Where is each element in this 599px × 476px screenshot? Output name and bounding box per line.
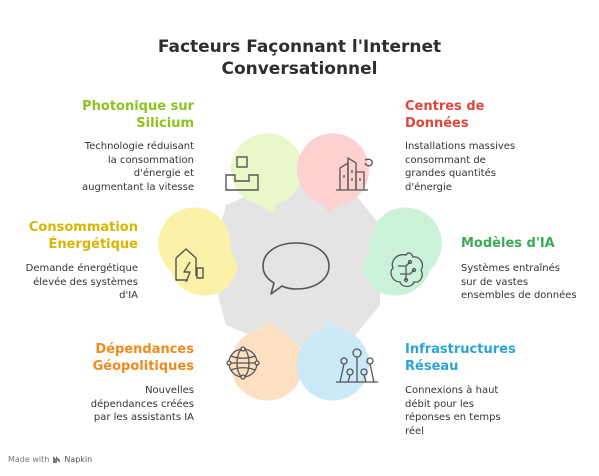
heading-centres: Centres de Données	[405, 98, 484, 132]
desc-centres: Installations massives consommant de gra…	[405, 140, 515, 194]
heading-dependances: Dépendances Géopolitiques	[93, 341, 194, 375]
desc-centres-line2: consommant de	[405, 154, 486, 166]
petal-dependances	[230, 321, 304, 401]
desc-dependances: Nouvelles dépendances créées par les ass…	[91, 384, 194, 425]
desc-consommation-line3: d'IA	[119, 290, 138, 301]
heading-photonique: Photonique sur Silicium	[82, 98, 194, 132]
desc-consommation: Demande énergétique élevée des systèmes …	[26, 262, 138, 303]
desc-infra-line4: réel	[405, 425, 424, 437]
desc-infra-line2: débit pour les	[405, 398, 474, 410]
house-lightning-icon	[175, 248, 204, 283]
desc-dependances-line1: Nouvelles	[145, 385, 194, 396]
box-chart-icon	[225, 156, 259, 191]
heading-consommation-line1: Consommation	[28, 220, 138, 235]
speech-bubble-icon	[262, 242, 330, 295]
page-title: Facteurs Façonnant l'Internet Conversati…	[0, 36, 599, 80]
petal-centres	[296, 133, 370, 213]
heading-photonique-line1: Photonique sur	[82, 99, 194, 114]
hub-shape	[210, 182, 380, 348]
desc-modeles-line1: Systèmes entraînés	[461, 263, 560, 274]
desc-centres-line4: d'énergie	[405, 181, 452, 193]
heading-dependances-line2: Géopolitiques	[92, 359, 194, 374]
desc-modeles-line3: ensembles de données	[461, 290, 577, 301]
brain-circuit-icon	[390, 252, 424, 288]
desc-centres-line1: Installations massives	[405, 141, 516, 152]
desc-dependances-line2: dépendances créées	[90, 398, 194, 410]
heading-infra: Infrastructures Réseau	[405, 341, 516, 375]
network-nodes-icon	[336, 348, 378, 383]
heading-modeles: Modèles d'IA	[461, 235, 555, 252]
petal-infra	[296, 321, 370, 401]
desc-infra-line3: réponses en temps	[405, 412, 501, 423]
heading-photonique-line2: Silicium	[136, 116, 194, 131]
desc-photonique-line2: la consommation	[107, 154, 194, 166]
heading-infra-line2: Réseau	[405, 359, 459, 374]
desc-centres-line3: grandes quantités	[405, 168, 496, 179]
heading-centres-line2: Données	[405, 116, 469, 131]
factory-icon	[336, 156, 373, 191]
desc-consommation-line2: élevée des systèmes	[33, 276, 138, 288]
heading-modeles-line1: Modèles d'IA	[461, 236, 555, 251]
desc-modeles: Systèmes entraînés sur de vastes ensembl…	[461, 262, 577, 303]
footer: Made with Napkin	[8, 455, 92, 464]
globe-network-icon	[226, 346, 260, 380]
heading-centres-line1: Centres de	[405, 99, 485, 114]
heading-infra-line1: Infrastructures	[405, 342, 516, 357]
heading-consommation-line2: Énergétique	[48, 237, 138, 252]
desc-dependances-line3: par les assistants IA	[93, 412, 194, 423]
petal-photonique	[230, 133, 304, 213]
desc-modeles-line2: sur de vastes	[461, 276, 529, 288]
petal-consommation	[158, 207, 238, 296]
desc-photonique-line4: augmentant la vitesse	[82, 181, 194, 193]
title-line-2: Conversationnel	[221, 59, 378, 79]
napkin-logo-icon	[53, 456, 61, 463]
made-with-label: Made with	[8, 455, 50, 464]
desc-infra: Connexions à haut débit pour les réponse…	[405, 384, 501, 438]
desc-photonique: Technologie réduisant la consommation d'…	[82, 140, 194, 194]
napkin-brand-label: Napkin	[64, 455, 93, 464]
title-line-1: Facteurs Façonnant l'Internet	[157, 37, 442, 57]
heading-consommation: Consommation Énergétique	[29, 219, 138, 253]
desc-photonique-line3: d'énergie et	[133, 168, 194, 179]
heading-dependances-line1: Dépendances	[95, 342, 194, 357]
desc-consommation-line1: Demande énergétique	[25, 263, 138, 274]
desc-infra-line1: Connexions à haut	[405, 385, 499, 396]
desc-photonique-line1: Technologie réduisant	[84, 141, 194, 152]
